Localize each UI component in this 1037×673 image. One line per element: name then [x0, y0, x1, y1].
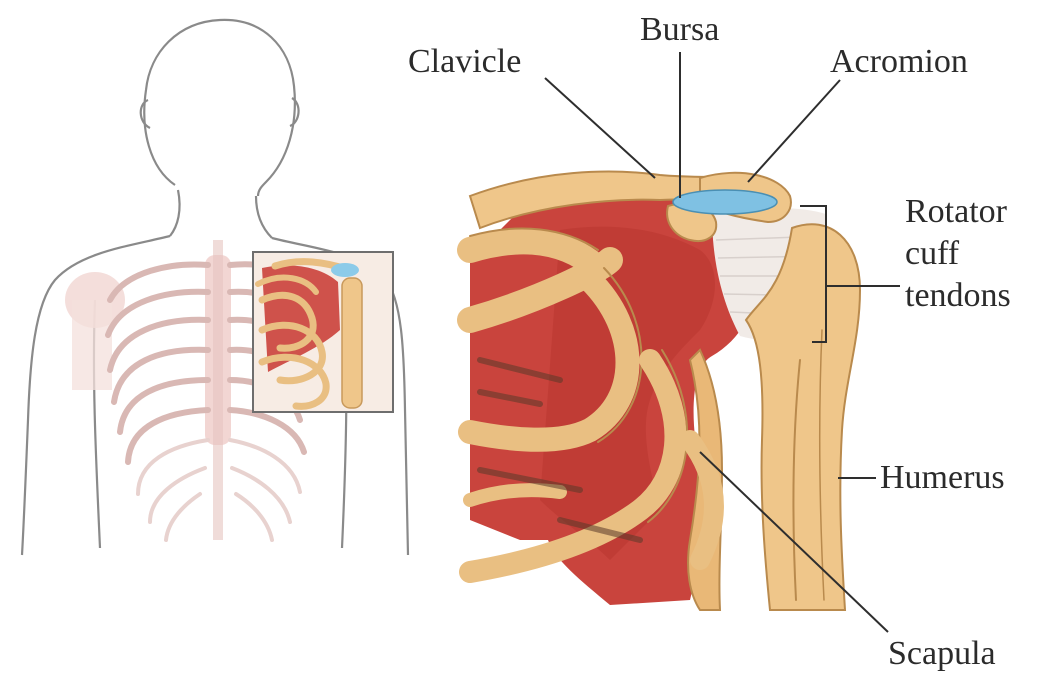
clavicle-leader: [545, 78, 655, 178]
rotator-label-line1: Rotator: [905, 193, 1008, 230]
acromion-leader: [748, 80, 840, 182]
shoulder-detail: [470, 172, 860, 610]
inset-bursa: [331, 263, 359, 277]
head-outline: [144, 20, 295, 196]
neck-left: [170, 190, 180, 236]
bursa-sac: [673, 190, 777, 214]
inset-region: [253, 252, 393, 412]
left-arm-ghost: [72, 300, 112, 390]
neck-right: [256, 196, 272, 238]
bursa-label: Bursa: [640, 11, 719, 48]
acromion-label: Acromion: [830, 43, 968, 80]
rotator-label-line3: tendons: [905, 277, 1011, 314]
scapula-label: Scapula: [888, 635, 996, 672]
humerus-label: Humerus: [880, 459, 1005, 496]
clavicle-label: Clavicle: [408, 43, 521, 80]
body-overview: [22, 20, 408, 555]
rotator-label-line2: cuff: [905, 235, 960, 272]
inset-humerus: [342, 278, 362, 408]
